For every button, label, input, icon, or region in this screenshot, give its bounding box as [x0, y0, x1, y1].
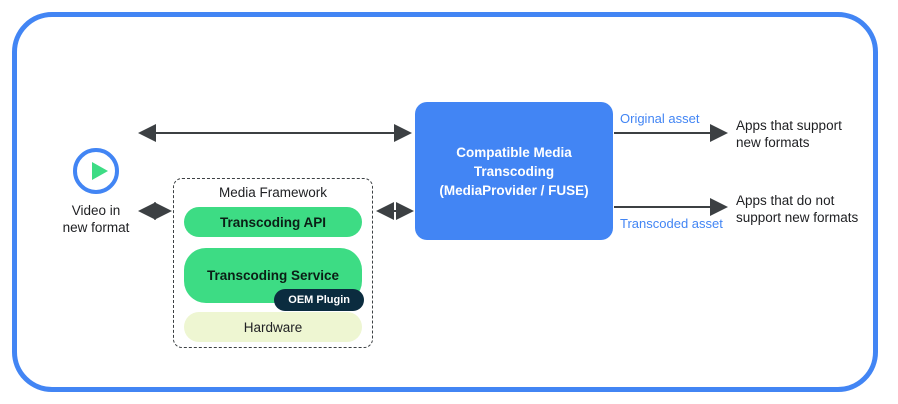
media-framework-stack: Transcoding API Transcoding Service OEM … — [184, 207, 364, 342]
media-framework-container: Media Framework Transcoding API Transcod… — [173, 178, 373, 348]
edge-label-transcoded-asset: Transcoded asset — [620, 216, 723, 231]
target-apps-no-support-new-formats: Apps that do not support new formats — [736, 193, 859, 225]
layer-hardware: Hardware — [184, 312, 362, 342]
target-apps-support-new-formats: Apps that support new formats — [736, 118, 842, 150]
edge-label-original-asset: Original asset — [620, 111, 700, 126]
compatible-media-transcoding-box: Compatible Media Transcoding (MediaProvi… — [415, 102, 613, 240]
media-framework-title: Media Framework — [218, 185, 328, 200]
layer-transcoding-service: Transcoding Service OEM Plugin — [184, 248, 364, 311]
video-source-label: Video in new format — [62, 203, 130, 235]
play-triangle-icon — [92, 162, 108, 180]
layer-transcoding-service-label: Transcoding Service — [206, 268, 340, 283]
video-source-node: Video in new format — [48, 148, 144, 236]
layer-transcoding-api: Transcoding API — [184, 207, 362, 237]
play-circle-icon — [73, 148, 119, 194]
oem-plugin-badge: OEM Plugin — [274, 289, 364, 311]
